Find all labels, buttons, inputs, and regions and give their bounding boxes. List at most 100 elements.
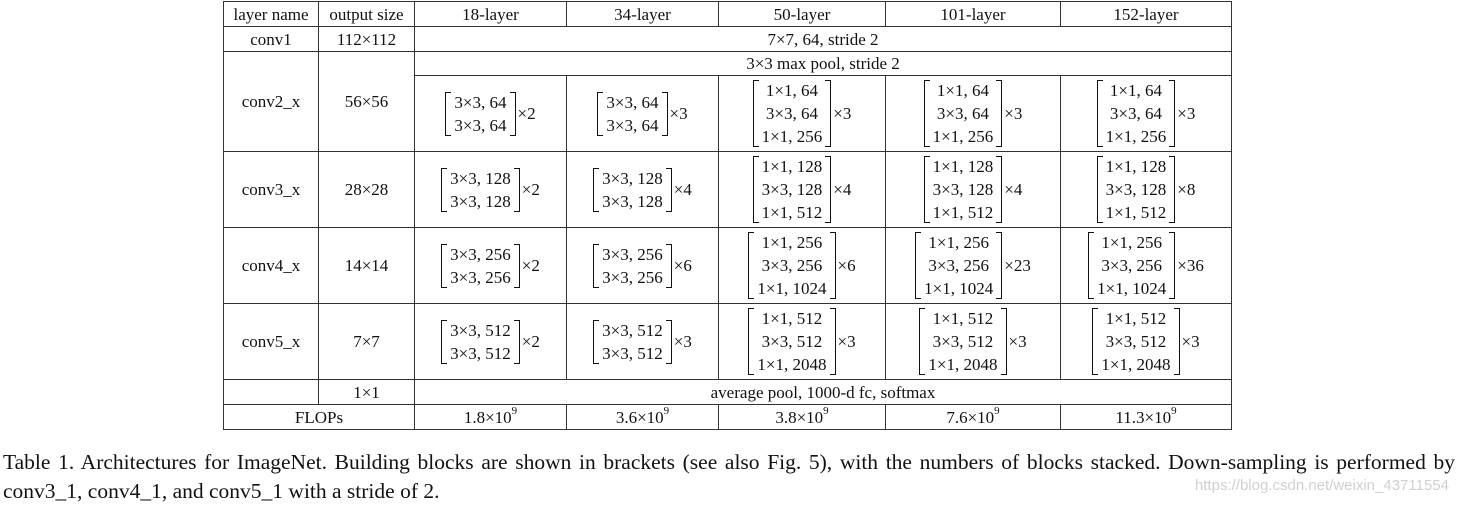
bracket-group: 1×1, 512 3×3, 512 1×1, 2048 <box>748 307 836 376</box>
conv1-name: conv1 <box>223 26 319 52</box>
conv2-name: conv2_x <box>223 51 319 152</box>
block-layer-line: 1×1, 1024 <box>924 279 994 298</box>
block-repeat: ×36 <box>1177 256 1204 275</box>
block-layer-line: 3×3, 512 <box>450 320 511 340</box>
flops-base: 3.8×10 <box>775 407 824 427</box>
block-layer-line: 3×3, 256 <box>602 267 663 287</box>
block-repeat: ×3 <box>1004 104 1023 123</box>
block-repeat: ×3 <box>669 104 688 123</box>
bracket-group: 3×3, 128 3×3, 128 <box>441 167 520 213</box>
block-repeat: ×3 <box>1181 332 1200 351</box>
header-output-size: output size <box>318 1 415 27</box>
flops-value: 11.3×109 <box>1060 404 1232 430</box>
watermark: https://blog.csdn.net/weixin_43711554 <box>1194 477 1449 494</box>
bracket-group: 3×3, 128 3×3, 128 <box>593 167 672 213</box>
block-layer-line: 3×3, 512 <box>761 332 823 351</box>
final-row: 1×1 average pool, 1000-d fc, softmax <box>223 379 1232 405</box>
block-layer-line: 3×3, 128 <box>1105 180 1167 199</box>
block-repeat: ×2 <box>521 256 540 275</box>
header-layer-name: layer name <box>223 1 319 27</box>
block-repeat: ×2 <box>517 104 536 123</box>
block-repeat: ×6 <box>837 256 856 275</box>
block-layer-line: 3×3, 128 <box>602 191 663 211</box>
block-layer-line: 1×1, 1024 <box>757 279 827 298</box>
block-layer-line: 1×1, 512 <box>932 309 994 328</box>
final-name-empty <box>223 379 319 405</box>
flops-exponent: 9 <box>663 404 670 417</box>
conv5-name: conv5_x <box>223 303 319 380</box>
flops-exponent: 9 <box>511 404 518 417</box>
header-34-layer: 34-layer <box>566 1 719 27</box>
block-layer-line: 3×3, 128 <box>450 168 511 188</box>
block-repeat: ×3 <box>1008 332 1027 351</box>
block-layer-line: 3×3, 128 <box>450 191 511 211</box>
conv1-row: conv1 112×112 7×7, 64, stride 2 <box>223 26 1232 52</box>
block-layer-line: 3×3, 128 <box>602 168 663 188</box>
block-layer-line: 1×1, 256 <box>761 127 823 146</box>
block-repeat: ×4 <box>1004 180 1023 199</box>
block-layer-line: 3×3, 64 <box>454 115 507 135</box>
building-block: 3×3, 128 3×3, 128 ×2 <box>441 167 540 213</box>
conv2-size: 56×56 <box>318 51 415 152</box>
conv4-name: conv4_x <box>223 227 319 304</box>
block-layer-line: 1×1, 512 <box>761 309 823 328</box>
header-50-layer: 50-layer <box>718 1 886 27</box>
block-layer-line: 1×1, 2048 <box>1101 355 1171 374</box>
block-repeat: ×4 <box>833 180 852 199</box>
block-repeat: ×2 <box>521 332 540 351</box>
block-repeat: ×3 <box>833 104 852 123</box>
block-layer-line: 3×3, 64 <box>606 115 659 135</box>
flops-exponent: 9 <box>1171 404 1177 417</box>
block-layer-line: 1×1, 2048 <box>757 355 827 374</box>
flops-value: 3.6×109 <box>566 404 719 430</box>
conv5-size: 7×7 <box>318 303 415 380</box>
block-cell: 3×3, 512 3×3, 512 ×2 <box>414 303 567 380</box>
block-repeat: ×3 <box>673 332 692 351</box>
header-row: layer name output size 18-layer 34-layer… <box>223 1 1232 27</box>
block-layer-line: 3×3, 512 <box>450 343 511 363</box>
block-repeat: ×2 <box>521 180 540 199</box>
block-repeat: ×8 <box>1177 180 1196 199</box>
conv3-size: 28×28 <box>318 151 415 228</box>
conv1-desc: 7×7, 64, stride 2 <box>414 26 1232 52</box>
block-layer-line: 3×3, 256 <box>450 267 511 287</box>
final-size: 1×1 <box>318 379 415 405</box>
block-layer-line: 1×1, 512 <box>761 203 823 222</box>
block-layer-line: 3×3, 512 <box>1105 332 1167 351</box>
